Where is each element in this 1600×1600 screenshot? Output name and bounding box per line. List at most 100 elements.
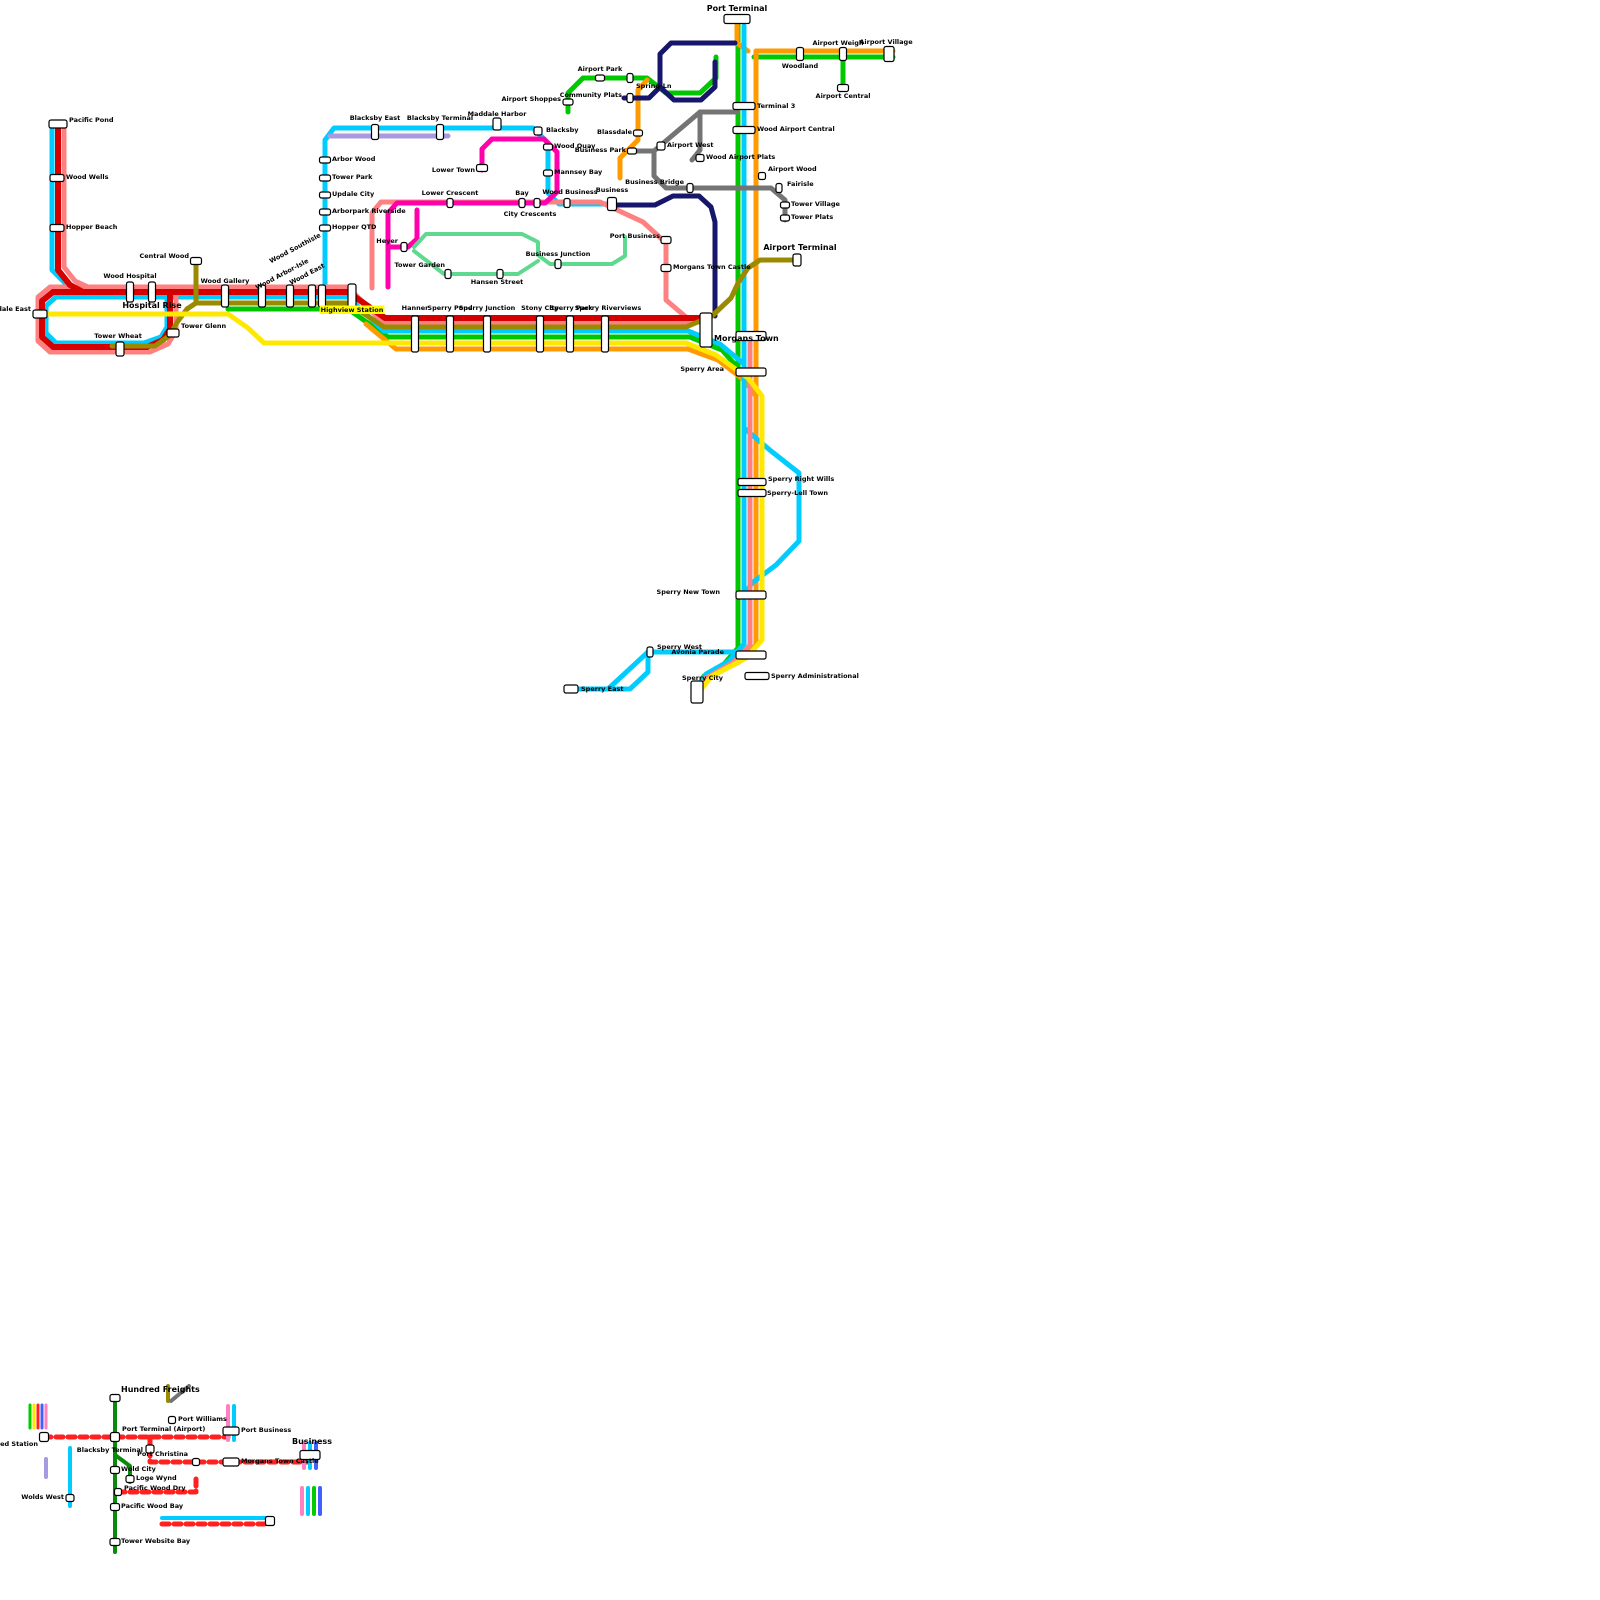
station-label: Sperry Park bbox=[549, 304, 593, 312]
station-marker-pacific-pond bbox=[48, 119, 68, 129]
station-label: Morgans Town bbox=[714, 334, 779, 343]
station-marker-airport-west bbox=[656, 141, 666, 151]
station-label: Sperry Riverviews bbox=[575, 304, 642, 312]
station-marker-blacksby-terminal bbox=[145, 1444, 155, 1454]
station-marker-udale-east bbox=[32, 309, 48, 319]
station-label: Fairisle bbox=[787, 180, 814, 188]
station-label: Pacific Wood Bay bbox=[121, 1502, 184, 1510]
station-marker-morgans-town-castle bbox=[222, 1457, 240, 1467]
station-label: Wood Wells bbox=[66, 173, 109, 181]
station-label: Business Park bbox=[575, 146, 627, 154]
station-marker-maddale-harbor bbox=[492, 117, 502, 131]
station-marker-tower-glenn bbox=[166, 328, 180, 338]
station-marker-hanner bbox=[410, 315, 420, 353]
transit-line-cyan bbox=[573, 649, 747, 692]
station-label: Business bbox=[596, 186, 629, 194]
station-label: Airport Terminal bbox=[763, 243, 837, 252]
station-marker-sperry-lell-town bbox=[737, 488, 767, 498]
station-marker-hopper-beach bbox=[49, 223, 65, 233]
station-label: Tower Village bbox=[791, 200, 841, 208]
station-marker-sperry-area bbox=[735, 367, 767, 377]
station-label: Sperry Administrational bbox=[771, 672, 859, 680]
station-label: Blacksby bbox=[546, 126, 579, 134]
station-marker-wood-gallery bbox=[220, 284, 230, 308]
station-marker-blacksby bbox=[533, 126, 543, 136]
transit-line-mini-red bbox=[115, 1474, 199, 1495]
station-label: Sperry East bbox=[581, 685, 623, 693]
station-marker-spring-ln bbox=[626, 72, 634, 84]
station-marker-tower-park bbox=[318, 174, 332, 182]
station-label: Sperry West bbox=[657, 643, 702, 651]
station-label: Spring-Ln bbox=[636, 82, 672, 90]
transit-line-red bbox=[55, 123, 706, 321]
station-marker-tower-plats bbox=[779, 214, 791, 222]
station-label: Tower Park bbox=[332, 173, 373, 181]
station-label: Sperry Right Wills bbox=[768, 475, 834, 483]
station-marker-port-business bbox=[660, 235, 672, 245]
station-label: Central Wood bbox=[139, 252, 189, 260]
station-marker-airport-village bbox=[883, 45, 895, 63]
station-label: City Crescents bbox=[504, 210, 557, 218]
station-label: Wolds West bbox=[21, 1493, 64, 1501]
station-label: Port Terminal bbox=[707, 4, 768, 13]
station-label: Stony City bbox=[521, 304, 559, 312]
station-label: Sperry Pond bbox=[427, 304, 473, 312]
station-marker-business-bridge bbox=[686, 182, 694, 194]
transit-line-magenta bbox=[385, 207, 420, 250]
station-label: Mannsey Bay bbox=[554, 168, 603, 176]
station-marker-tower-wheat bbox=[115, 341, 125, 357]
station-label: Bay bbox=[515, 189, 529, 197]
station-label: Avonia Parade bbox=[671, 648, 724, 656]
station-label: Tower Garden bbox=[394, 261, 445, 269]
station-marker-sperry-park bbox=[565, 315, 575, 353]
station-label: Udale East bbox=[0, 305, 31, 313]
station-marker-port-business bbox=[222, 1426, 240, 1436]
station-marker bbox=[735, 330, 767, 342]
transit-line-gray bbox=[629, 109, 740, 154]
station-marker-sperry-city bbox=[690, 680, 704, 704]
station-marker-hospital-rise bbox=[147, 281, 157, 303]
station-marker-arborpark-riverside bbox=[318, 208, 332, 216]
station-marker-port-terminal bbox=[723, 13, 751, 25]
station-marker-updale-city bbox=[318, 191, 332, 199]
station-marker-lower-town bbox=[475, 163, 489, 173]
station-label: Airport Weigh bbox=[812, 39, 863, 47]
station-marker-business bbox=[299, 1449, 321, 1461]
station-marker-wood-quay bbox=[542, 143, 554, 151]
station-label: Hansen Street bbox=[471, 278, 524, 286]
station-marker-stony-city bbox=[535, 315, 545, 353]
station-label: Lower Town bbox=[432, 166, 476, 174]
station-label: Business Bridge bbox=[625, 178, 684, 186]
transit-line-salmon bbox=[61, 123, 707, 325]
station-marker-avonia-parade bbox=[735, 650, 767, 660]
station-marker-blassdale bbox=[632, 129, 644, 137]
station-label: Sperry-Lell Town bbox=[767, 489, 828, 497]
station-label: Hopper Beach bbox=[66, 223, 118, 231]
station-marker-wood-southisle bbox=[317, 284, 327, 308]
station-label: Sperry City bbox=[682, 674, 724, 682]
station-label: Hundred Station bbox=[0, 1440, 38, 1448]
station-label: Blacksby East bbox=[350, 114, 401, 122]
station-label: Heyer bbox=[376, 237, 398, 245]
transit-line-cyan bbox=[605, 649, 651, 692]
station-label: Pacific Pond bbox=[69, 116, 114, 124]
station-marker-business-junction bbox=[554, 258, 562, 270]
station-marker-arbor-wood bbox=[318, 156, 332, 164]
station-marker-airport-weigh bbox=[838, 46, 848, 62]
station-marker-loge-wynd bbox=[125, 1474, 135, 1484]
station-label: Loge Wynd bbox=[136, 1474, 177, 1482]
station-marker-business-park bbox=[626, 147, 638, 155]
transit-line-navy bbox=[621, 40, 738, 101]
station-label: Sperry New Town bbox=[657, 588, 721, 596]
station-marker-tower-website-bay bbox=[109, 1537, 121, 1547]
station-label: Sperry Area bbox=[680, 365, 724, 373]
transit-line-mini-gray bbox=[169, 1384, 191, 1403]
station-marker-pacific-wood-dry bbox=[113, 1487, 123, 1497]
station-marker-city-crescents bbox=[533, 197, 541, 209]
station-marker-wolds-west bbox=[65, 1493, 75, 1503]
station-label: Wood Gallery bbox=[201, 277, 251, 285]
station-marker-community-plats bbox=[626, 92, 634, 104]
transit-line-lightgreen bbox=[412, 232, 627, 266]
station-label: Tower Glenn bbox=[181, 322, 227, 330]
station-marker-port-williams bbox=[167, 1415, 177, 1425]
